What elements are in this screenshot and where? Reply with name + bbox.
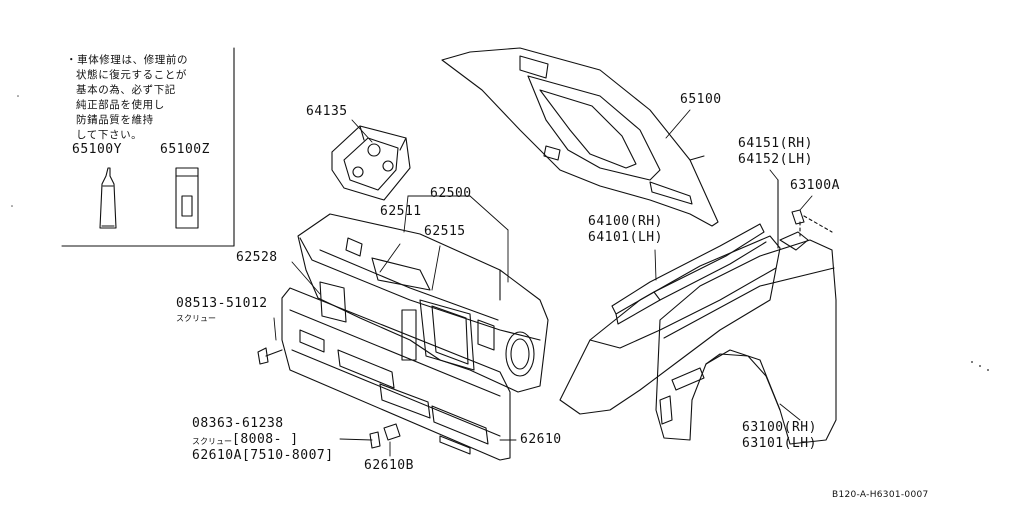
screw-part xyxy=(257,347,283,365)
paint-tube-icon xyxy=(99,167,117,229)
note-line-2: 状態に復元することが xyxy=(76,69,187,81)
label-62610B: 62610B xyxy=(364,458,414,473)
hood-ledge-part xyxy=(611,223,767,325)
label-62500: 62500 xyxy=(430,186,472,201)
label-65100Z: 65100Z xyxy=(160,142,210,157)
label-64101-lh: 64101(LH) xyxy=(588,230,663,245)
hood-part xyxy=(441,47,719,227)
scan-noise xyxy=(11,95,989,371)
note-box-border xyxy=(61,47,235,247)
label-62511: 62511 xyxy=(380,204,422,219)
label-08513-type: スクリュー xyxy=(176,314,216,323)
diagram-code: B120-A-H6301-0007 xyxy=(832,490,929,500)
leader-lines xyxy=(273,109,813,457)
front-panel-part xyxy=(281,287,511,461)
spray-can-icon xyxy=(175,167,199,229)
label-64135: 64135 xyxy=(306,104,348,119)
label-62515: 62515 xyxy=(424,224,466,239)
label-08363-61238: 08363-61238 xyxy=(192,416,284,431)
note-line-1: ・車体修理は、修理前の xyxy=(66,54,189,66)
label-08363-range: [8008- ] xyxy=(232,432,299,447)
clip-part xyxy=(369,423,401,449)
bolt-part xyxy=(791,209,833,237)
label-64100-rh: 64100(RH) xyxy=(588,214,663,229)
label-64151-rh: 64151(RH) xyxy=(738,136,813,151)
note-line-4: 純正部品を使用し xyxy=(76,99,165,111)
label-65100Y: 65100Y xyxy=(72,142,122,157)
note-line-6: して下さい。 xyxy=(76,129,143,141)
label-08513-51012: 08513-51012 xyxy=(176,296,268,311)
front-fender-part xyxy=(655,231,837,445)
label-65100: 65100 xyxy=(680,92,722,107)
label-63100-rh: 63100(RH) xyxy=(742,420,817,435)
radiator-core-support-part xyxy=(297,213,549,393)
grille-part xyxy=(319,281,347,323)
label-62610A: 62610A[7510-8007] xyxy=(192,448,334,463)
note-line-5: 防錆品質を維持 xyxy=(76,114,154,126)
label-63100A: 63100A xyxy=(790,178,840,193)
note-line-3: 基本の為、必ず下記 xyxy=(76,84,176,96)
label-63101-lh: 63101(LH) xyxy=(742,436,817,451)
label-08363-type: スクリュー xyxy=(192,437,232,446)
label-62610: 62610 xyxy=(520,432,562,447)
label-62528: 62528 xyxy=(236,250,278,265)
label-64152-lh: 64152(LH) xyxy=(738,152,813,167)
hood-ledge-bracket-part xyxy=(331,125,411,201)
